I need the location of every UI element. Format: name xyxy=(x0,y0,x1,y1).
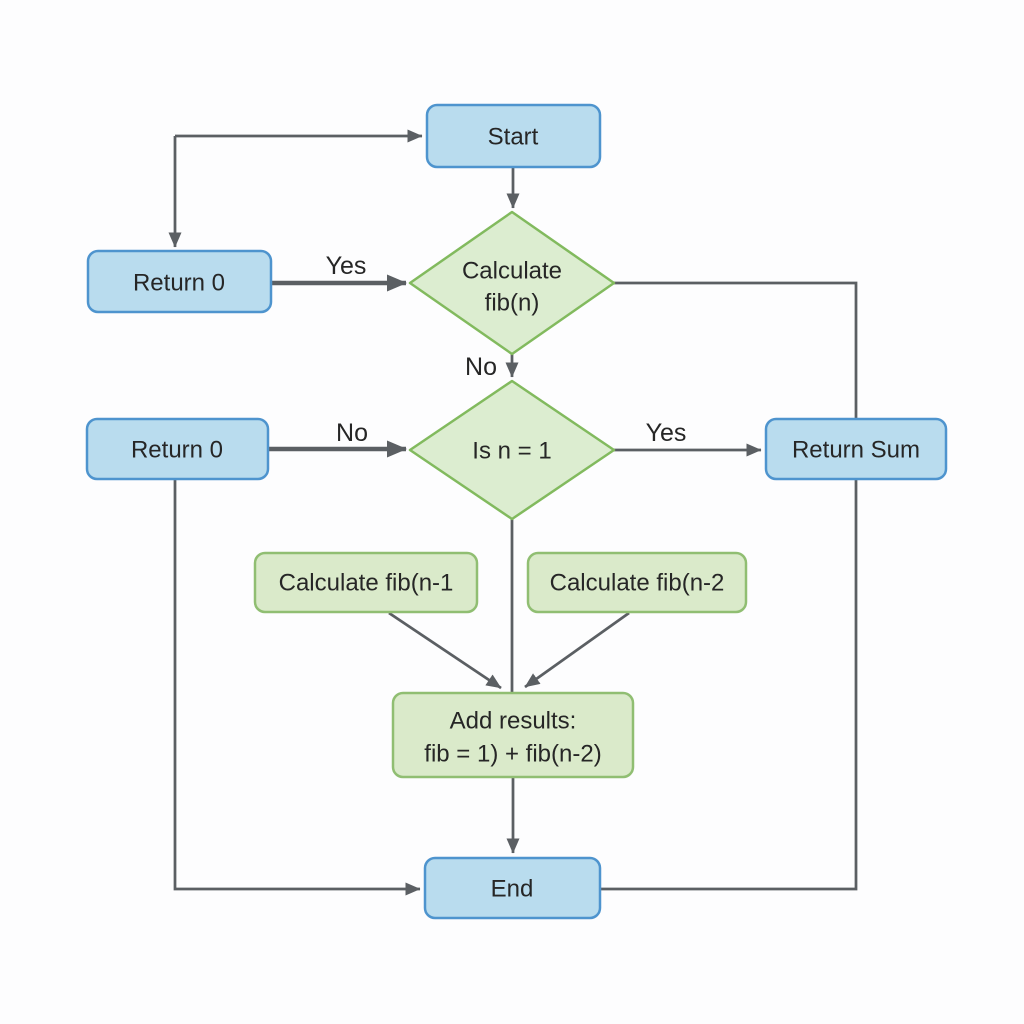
add-results-label-line2: fib = 1) + fib(n-2) xyxy=(424,740,601,767)
edge-label-yes-mid: Yes xyxy=(646,419,687,447)
edge-fibn1-to-addresults xyxy=(388,611,502,690)
return0-mid-node-label: Return 0 xyxy=(131,436,223,463)
isn1-decision-node xyxy=(408,379,616,521)
edge-label-no-top: No xyxy=(465,353,497,381)
calcfib-decision-node xyxy=(408,210,616,356)
calc-fib-n1-node xyxy=(253,551,479,614)
return-sum-node-label: Return Sum xyxy=(792,436,920,463)
return0-top-node-label: Return 0 xyxy=(133,269,225,296)
isn1-node-label: Is n = 1 xyxy=(472,437,551,464)
add-results-node xyxy=(391,691,635,779)
edge-label-no-mid: No xyxy=(336,419,368,447)
calc-fib-n2-node-label: Calculate fib(n-2 xyxy=(550,569,725,596)
add-results-label-line1: Add results: xyxy=(450,707,577,734)
return0-top-node xyxy=(86,249,273,314)
return0-mid-node xyxy=(85,417,270,481)
start-node xyxy=(425,103,602,169)
edge-calcfib-right-rail-to-end xyxy=(601,281,858,891)
calc-fib-n1-node-label: Calculate fib(n-1 xyxy=(279,569,454,596)
end-node-label: End xyxy=(491,875,534,902)
start-node-label: Start xyxy=(488,123,539,150)
edge-return0-mid-rail-to-end xyxy=(173,479,421,896)
edge-labels: Yes No No Yes xyxy=(326,252,687,447)
end-node xyxy=(423,856,602,920)
return-sum-node xyxy=(764,417,948,481)
edge-label-yes-top: Yes xyxy=(326,252,367,280)
calcfib-label-line2: fib(n) xyxy=(485,289,540,316)
edge-fibn2-to-addresults xyxy=(524,611,630,689)
calcfib-label-line1: Calculate xyxy=(462,257,562,284)
edges xyxy=(168,129,858,896)
nodes: Start Return 0 Calculate fib(n) Is n = 1… xyxy=(85,103,948,920)
calc-fib-n2-node xyxy=(526,551,748,614)
